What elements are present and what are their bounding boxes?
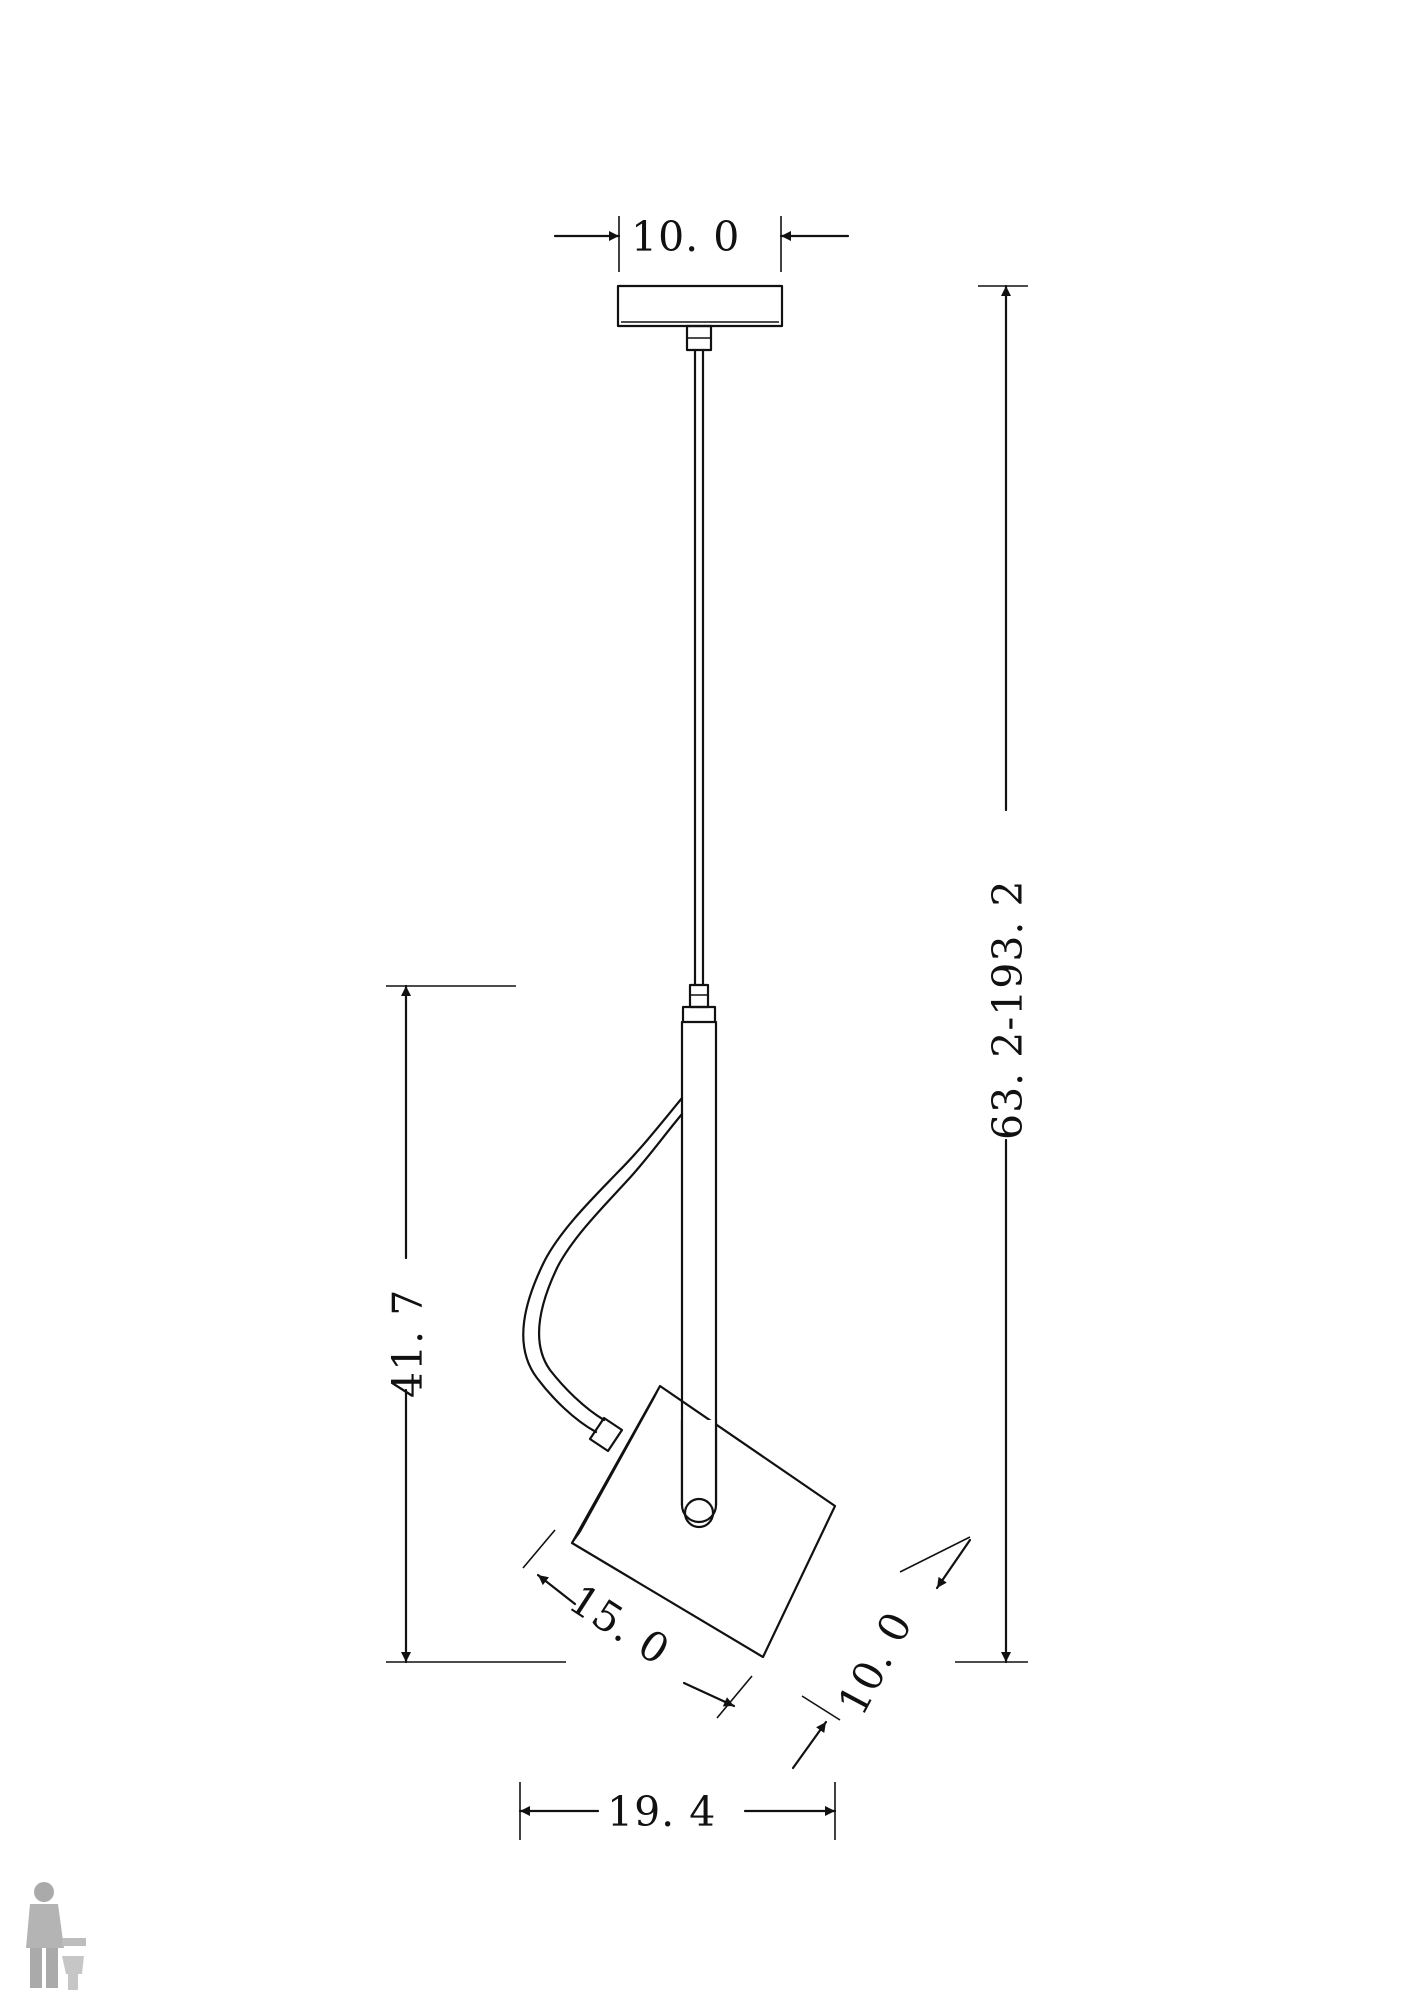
dimension-label-canopy-width: 10. 0	[631, 213, 740, 261]
dimension-canopy-width: 10. 0	[553, 213, 850, 272]
plumber-mascot-icon	[26, 1882, 86, 1990]
dimension-shade-length: 15. 0	[522, 1529, 753, 1719]
power-cord	[522, 1096, 684, 1453]
ceiling-canopy	[616, 284, 784, 352]
dimension-overall-width: 19. 4	[518, 1782, 837, 1840]
dimension-label-lamp-height: 41. 7	[384, 1289, 432, 1398]
dimension-total-height: 63. 2-193. 2	[955, 284, 1032, 1664]
dimension-shade-diameter: 10. 0	[791, 1536, 972, 1770]
dimension-label-total-height: 63. 2-193. 2	[984, 879, 1032, 1140]
dimension-label-shade-length: 15. 0	[561, 1575, 679, 1675]
dimension-lamp-height: 41. 7	[384, 984, 566, 1664]
suspension-cable	[693, 348, 705, 987]
lamp-shade	[570, 1384, 837, 1659]
pendant-lamp-drawing	[522, 284, 837, 1659]
dimension-label-overall-width: 19. 4	[607, 1788, 716, 1836]
dimension-label-shade-diameter: 10. 0	[828, 1604, 922, 1723]
